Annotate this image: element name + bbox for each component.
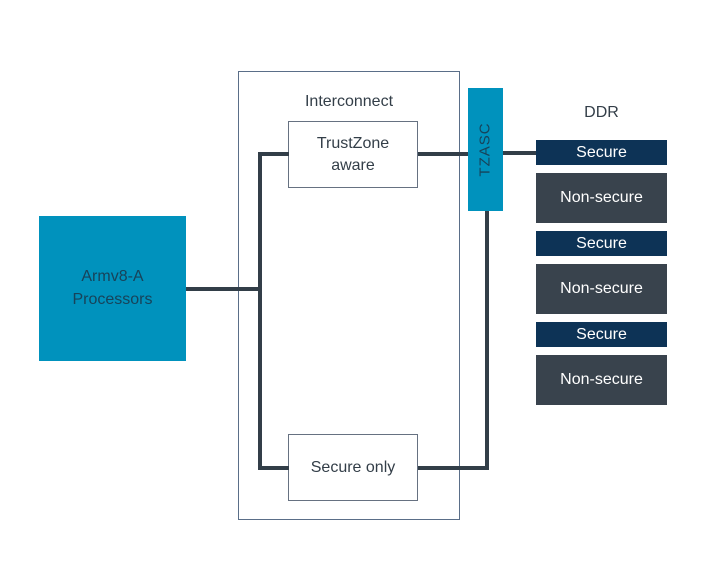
ddr-region-label: Non-secure: [560, 280, 643, 297]
interconnect-container: Interconnect TrustZone aware Secure only: [238, 71, 460, 520]
connector-tzasc-to-ddr: [503, 151, 536, 155]
interconnect-title: Interconnect: [304, 93, 394, 110]
ddr-region-label: Non-secure: [560, 371, 643, 388]
ddr-region: Secure: [536, 140, 667, 165]
ddr-region-label: Non-secure: [560, 189, 643, 206]
secure-only-box: Secure only: [288, 434, 418, 501]
connector-processor-to-trunk: [186, 287, 262, 291]
ddr-title: DDR: [584, 104, 619, 121]
ddr-region: Non-secure: [536, 173, 667, 223]
ddr-region-label: Secure: [576, 143, 627, 161]
connector-tzasc-vertical: [485, 211, 489, 470]
connector-secure-only-to-tzasc: [418, 466, 489, 470]
connector-trunk-to-trustzone: [258, 152, 289, 156]
processor-box: Armv8-A Processors: [39, 216, 186, 361]
ddr-region: Secure: [536, 231, 667, 256]
ddr-region: Secure: [536, 322, 667, 347]
ddr-region: Non-secure: [536, 264, 667, 314]
trustzone-aware-box: TrustZone aware: [288, 121, 418, 188]
processor-label: Armv8-A Processors: [72, 268, 153, 308]
secure-only-label: Secure only: [310, 458, 396, 476]
trustzone-aware-label: TrustZone aware: [316, 134, 390, 174]
connector-trustzone-to-tzasc: [418, 152, 468, 156]
tzasc-label: TZASC: [477, 122, 495, 177]
ddr-region-label: Secure: [576, 325, 627, 343]
ddr-region-list: Secure Non-secure Secure Non-secure Secu…: [536, 140, 667, 405]
tzasc-box: TZASC: [468, 88, 503, 211]
ddr-region: Non-secure: [536, 355, 667, 405]
ddr-region-label: Secure: [576, 234, 627, 252]
connector-trunk-to-secure-only: [258, 466, 289, 470]
connector-trunk-vertical: [258, 152, 262, 470]
